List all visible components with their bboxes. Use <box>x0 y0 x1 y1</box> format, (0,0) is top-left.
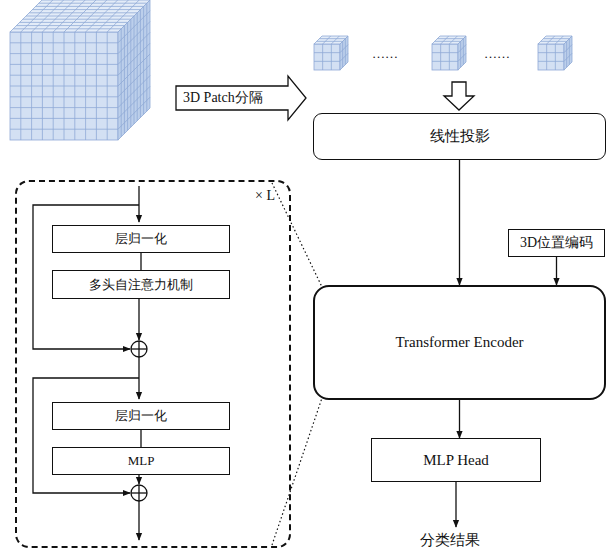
cube-part <box>449 44 450 70</box>
cube-part <box>29 12 137 13</box>
cube-part <box>10 107 118 108</box>
process-box: 层归一化 <box>52 225 230 253</box>
cube-part <box>32 9 140 10</box>
cube-part <box>340 53 348 61</box>
cube-part <box>564 45 572 53</box>
cube-part <box>437 38 463 39</box>
cube-part <box>463 39 464 65</box>
cube-part <box>10 118 118 119</box>
cube-part <box>143 6 144 114</box>
connector <box>459 160 460 285</box>
cube-part <box>541 41 567 42</box>
cube-part <box>566 41 567 67</box>
process-box: 层归一化 <box>52 402 230 430</box>
cube-part <box>10 86 118 87</box>
node-text: MLP Head <box>423 452 489 469</box>
cube-part <box>74 32 75 140</box>
zoom-line <box>272 183 322 287</box>
cube-part <box>331 36 339 44</box>
cube-part <box>118 0 150 140</box>
cube-part <box>107 0 139 32</box>
cube-part <box>314 61 340 62</box>
node-text: 层归一化 <box>115 407 167 425</box>
cube-part <box>340 45 348 53</box>
cube-part <box>458 53 466 61</box>
cube-part <box>538 52 564 53</box>
cube-part <box>314 44 340 70</box>
voxel-cube <box>538 36 572 70</box>
cube-part <box>342 41 343 67</box>
block-arrow <box>444 82 474 110</box>
output-arrow <box>455 482 456 527</box>
cube-part <box>10 32 118 140</box>
connector <box>140 253 141 270</box>
node-text: × L <box>255 188 275 204</box>
connector <box>140 430 141 447</box>
node-text: 线性投影 <box>430 127 490 146</box>
cube-part <box>435 41 461 42</box>
node-text: Transformer Encoder <box>395 334 523 351</box>
cube-part <box>555 36 563 44</box>
cube-part <box>441 36 449 44</box>
cube-part <box>458 45 466 53</box>
node-text: MLP <box>128 453 155 469</box>
cube-part <box>140 10 141 118</box>
voxel-cube <box>314 36 348 70</box>
cube-part <box>546 44 547 70</box>
cube-part <box>449 36 457 44</box>
ellipsis: …… <box>372 46 398 62</box>
cube-part <box>564 53 572 61</box>
cube-part <box>317 41 343 42</box>
cube-part <box>538 61 564 62</box>
cube-part <box>85 32 86 140</box>
cube-part <box>440 44 441 70</box>
zoom-line <box>272 398 322 545</box>
cube-part <box>146 3 147 111</box>
process-box: 线性投影 <box>313 113 606 160</box>
connector <box>459 400 460 438</box>
voxel-cube <box>432 36 466 70</box>
cube-part <box>345 39 346 65</box>
cube-part <box>118 97 150 129</box>
cube-part <box>547 36 555 44</box>
cube-part <box>538 44 564 70</box>
cube-part <box>10 129 118 130</box>
connector <box>556 257 557 285</box>
node-text: 层归一化 <box>115 230 167 248</box>
cube-part <box>555 44 556 70</box>
process-box: 多头自注意力机制 <box>52 270 230 299</box>
cube-part <box>96 32 97 140</box>
cube-part <box>432 44 458 70</box>
input-box: 3D位置编码 <box>508 229 605 257</box>
cube-part <box>460 41 461 67</box>
cube-part <box>314 52 340 53</box>
ellipsis: …… <box>484 46 510 62</box>
cube-part <box>331 44 332 70</box>
cube-part <box>36 6 144 7</box>
cube-part <box>569 39 570 65</box>
block-arrow <box>176 76 306 120</box>
cube-part <box>323 36 331 44</box>
process-box: MLP <box>52 447 230 475</box>
encoder-box: Transformer Encoder <box>313 285 606 400</box>
node-text: 3D位置编码 <box>520 234 593 252</box>
cube-part <box>39 3 147 4</box>
cube-part <box>432 52 458 53</box>
cube-part <box>137 13 138 121</box>
cube-part <box>322 44 323 70</box>
cube-part <box>107 32 108 140</box>
node-text: 多头自注意力机制 <box>89 276 193 294</box>
cube-part <box>319 38 345 39</box>
cube-part <box>10 96 118 97</box>
encoder-block-detail: × L层归一化多头自注意力机制层归一化MLP <box>15 180 291 548</box>
cube-part <box>543 38 569 39</box>
arrow-label: 3D Patch分隔 <box>182 89 264 107</box>
output-label: 分类结果 <box>420 531 480 550</box>
head-box: MLP Head <box>371 438 541 482</box>
cube-part <box>432 61 458 62</box>
voxel-cube <box>10 0 150 140</box>
